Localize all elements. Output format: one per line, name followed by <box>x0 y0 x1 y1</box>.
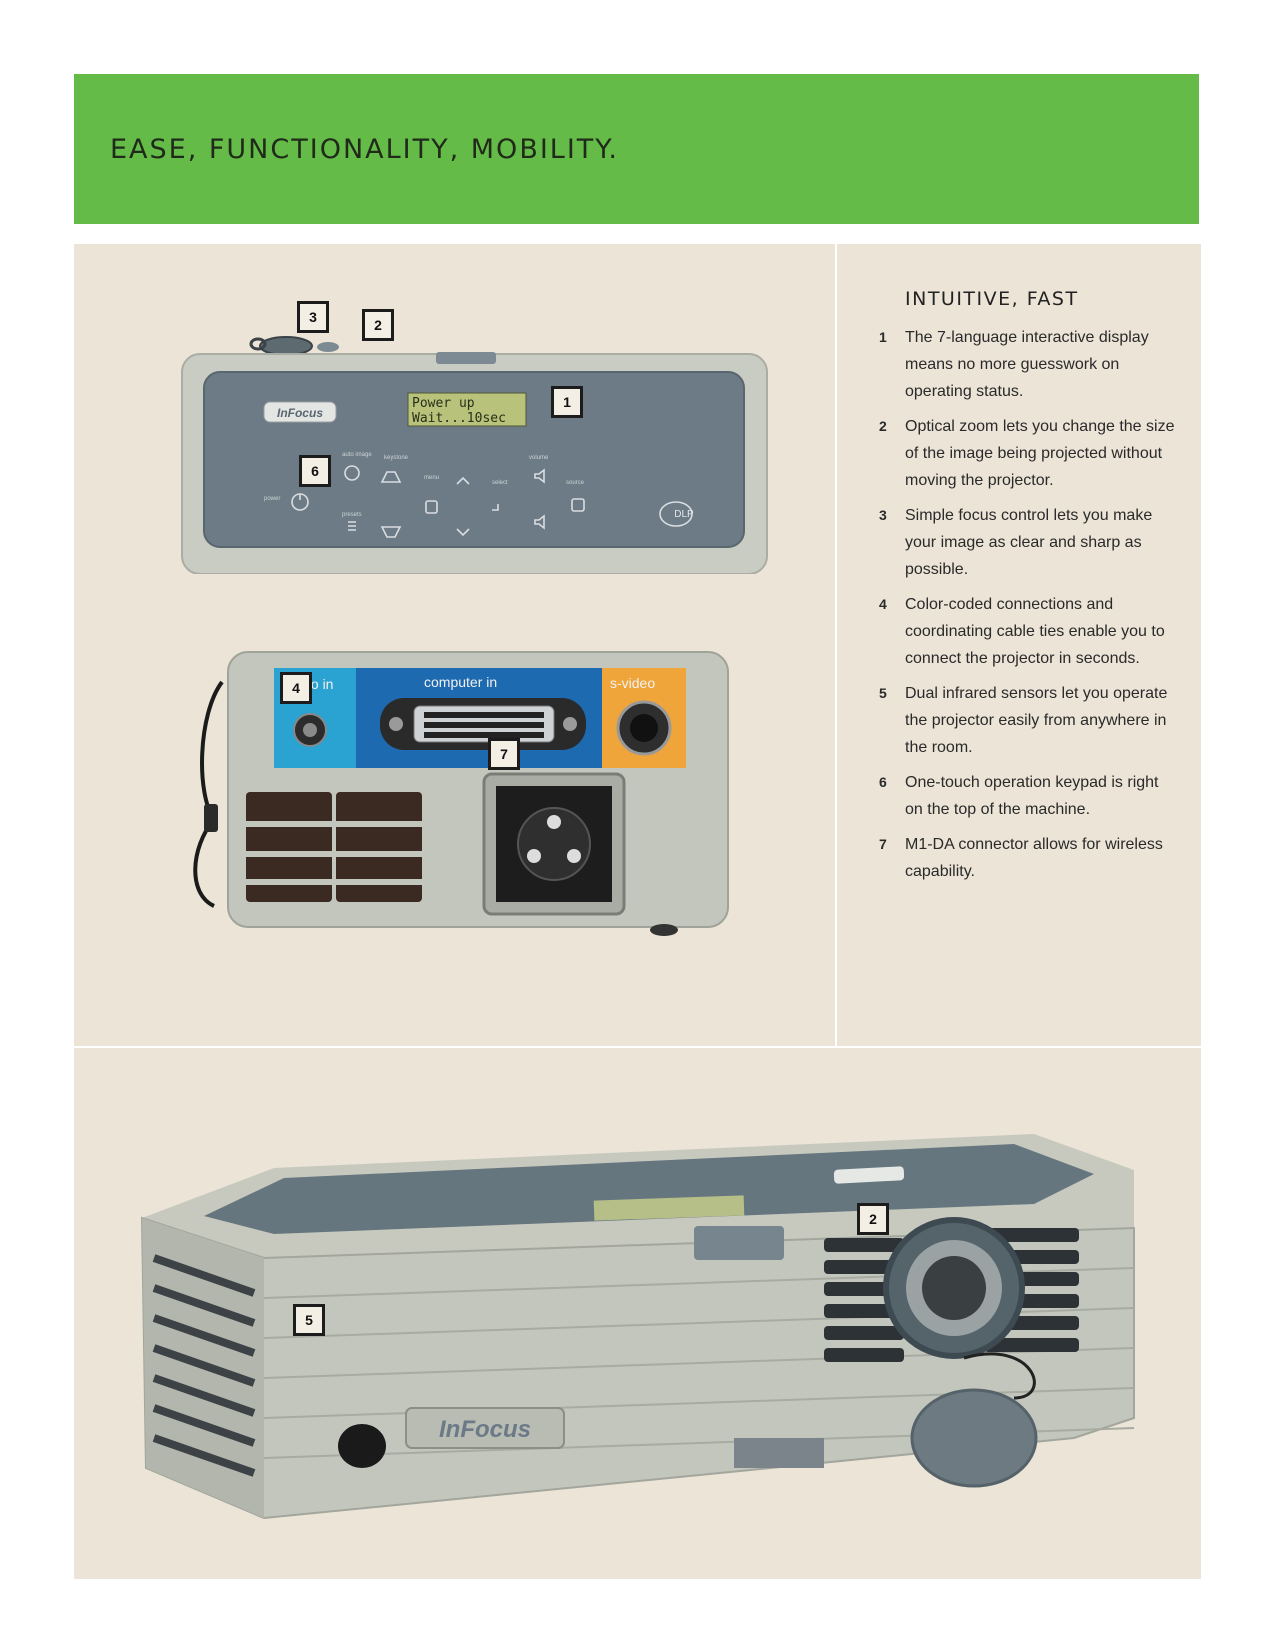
feature-list: 1 The 7-language interactive display mean… <box>837 324 1201 893</box>
svg-text:power: power <box>264 496 280 502</box>
projector-front-view-image: InFocus <box>140 1134 1135 1520</box>
callout-2: 2 <box>362 309 394 341</box>
header-banner: EASE, FUNCTIONALITY, MOBILITY. <box>74 74 1199 224</box>
callout-7: 7 <box>488 738 520 770</box>
feature-text: Color-coded connections and coordinating… <box>905 596 1165 667</box>
feature-number: 3 <box>879 507 887 523</box>
projector-rear-view-image: dio in computer in s-video <box>193 651 729 936</box>
feature-number: 4 <box>879 596 887 612</box>
svg-text:auto image: auto image <box>342 452 372 458</box>
feature-sidebar: INTUITIVE, FAST 1 The 7-language interact… <box>837 244 1201 1046</box>
feature-number: 5 <box>879 685 887 701</box>
svg-text:presets: presets <box>342 512 362 518</box>
svg-text:volume: volume <box>529 455 549 461</box>
top-brand-label: InFocus <box>277 406 323 420</box>
feature-item: 6 One-touch operation keypad is right on … <box>837 769 1201 823</box>
svg-text:source: source <box>566 480 585 486</box>
feature-number: 1 <box>879 329 887 345</box>
page-title: EASE, FUNCTIONALITY, MOBILITY. <box>110 134 619 165</box>
feature-item: 4 Color-coded connections and coordinatin… <box>837 591 1201 672</box>
computer-in-label: computer in <box>424 674 497 690</box>
product-views-panel: InFocus Power up Wait...10sec power auto … <box>74 244 835 1046</box>
feature-item: 3 Simple focus control lets you make your… <box>837 502 1201 583</box>
feature-text: One-touch operation keypad is right on t… <box>905 774 1159 818</box>
s-video-label: s-video <box>610 675 655 691</box>
front-brand-label: InFocus <box>439 1416 531 1443</box>
callout-1: 1 <box>551 386 583 418</box>
feature-number: 7 <box>879 836 887 852</box>
projector-top-view-image: InFocus Power up Wait...10sec power auto … <box>181 336 768 574</box>
feature-text: The 7-language interactive display means… <box>905 329 1149 400</box>
lcd-line-1: Power up <box>412 396 475 411</box>
feature-item: 5 Dual infrared sensors let you operate t… <box>837 680 1201 761</box>
feature-item: 7 M1-DA connector allows for wireless cap… <box>837 831 1201 885</box>
callout-2-front: 2 <box>857 1203 889 1235</box>
svg-text:select: select <box>492 480 508 486</box>
callout-5: 5 <box>293 1304 325 1336</box>
feature-item: 1 The 7-language interactive display mean… <box>837 324 1201 405</box>
feature-text: Dual infrared sensors let you operate th… <box>905 685 1168 756</box>
front-view-panel: InFocus 2 5 <box>74 1048 1201 1579</box>
feature-number: 6 <box>879 774 887 790</box>
lcd-line-2: Wait...10sec <box>412 411 506 426</box>
svg-text:keystone: keystone <box>384 455 409 461</box>
callout-4: 4 <box>280 672 312 704</box>
feature-text: M1-DA connector allows for wireless capa… <box>905 836 1163 880</box>
callout-3: 3 <box>297 301 329 333</box>
callout-6: 6 <box>299 455 331 487</box>
feature-text: Optical zoom lets you change the size of… <box>905 418 1175 489</box>
svg-text:menu: menu <box>424 475 439 481</box>
feature-number: 2 <box>879 418 887 434</box>
sidebar-title: INTUITIVE, FAST <box>905 288 1079 310</box>
dlp-logo: DLP <box>674 509 694 520</box>
feature-item: 2 Optical zoom lets you change the size o… <box>837 413 1201 494</box>
feature-text: Simple focus control lets you make your … <box>905 507 1153 578</box>
